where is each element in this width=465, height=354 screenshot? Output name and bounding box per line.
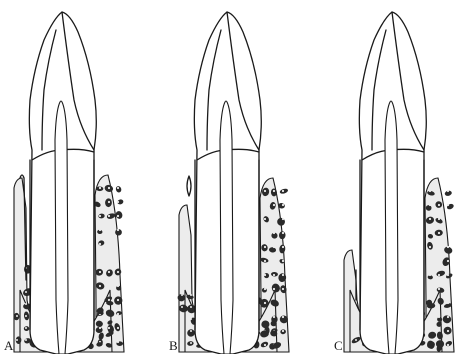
panel-b: B xyxy=(169,12,289,354)
panel-c: C xyxy=(334,12,455,354)
gingiva-left xyxy=(187,176,191,196)
pulp-canal xyxy=(220,101,233,354)
panel-a: A xyxy=(4,12,124,354)
panel-label: C xyxy=(334,338,343,353)
panel-label: B xyxy=(169,338,178,353)
panel-label: A xyxy=(4,338,14,353)
pulp-canal xyxy=(385,101,398,354)
pulp-canal xyxy=(55,101,68,354)
